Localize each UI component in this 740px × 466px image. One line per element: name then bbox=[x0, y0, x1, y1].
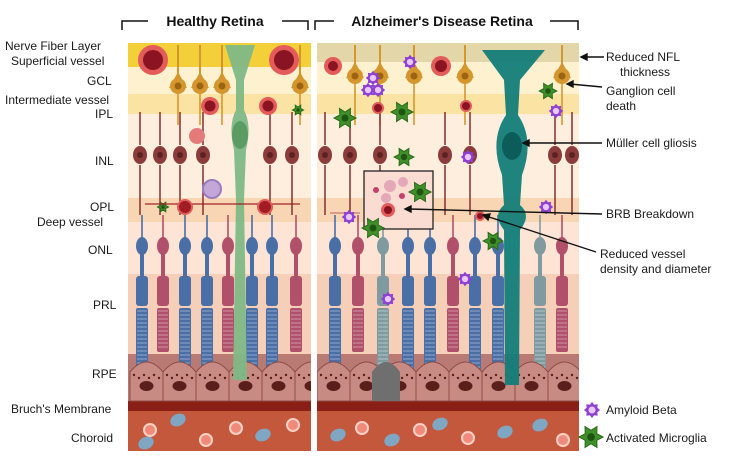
photoreceptor-icon bbox=[266, 237, 278, 255]
photoreceptor-icon bbox=[402, 237, 414, 255]
deep-vessel-icon bbox=[177, 199, 193, 215]
onl-band bbox=[128, 222, 311, 274]
healthy-title: Healthy Retina bbox=[166, 13, 263, 29]
annotation-brb-breakdown: BRB Breakdown bbox=[606, 207, 694, 221]
photoreceptor-icon bbox=[290, 237, 302, 255]
photoreceptor-icon bbox=[377, 237, 389, 255]
reduced-vessel-icon bbox=[475, 211, 485, 221]
label-inl: INL bbox=[95, 154, 114, 168]
photoreceptor-icon bbox=[329, 237, 341, 255]
label-bruchs-membrane: Bruch's Membrane bbox=[11, 402, 112, 416]
annotation-ganglion-death: Ganglion cell bbox=[606, 84, 675, 98]
opl-band bbox=[128, 198, 311, 222]
label-rpe: RPE bbox=[92, 367, 117, 381]
bruchs-band bbox=[128, 401, 311, 411]
photoreceptor-icon bbox=[534, 237, 546, 255]
photoreceptor-icon bbox=[136, 237, 148, 255]
alzheimers-title: Alzheimer's Disease Retina bbox=[351, 13, 533, 29]
photoreceptor-icon bbox=[469, 237, 481, 255]
annotation-reduced-vessel: Reduced vessel bbox=[600, 247, 685, 261]
label-prl: PRL bbox=[93, 298, 117, 312]
photoreceptor-icon bbox=[352, 237, 364, 255]
annotation-muller-gliosis: Müller cell gliosis bbox=[606, 136, 697, 150]
activated-microglia-icon bbox=[577, 425, 605, 449]
label-opl: OPL bbox=[90, 200, 114, 214]
photoreceptor-icon bbox=[157, 237, 169, 255]
legend-activated-microglia: Activated Microglia bbox=[606, 431, 707, 445]
annotation-reduced-nfl-2: thickness bbox=[620, 65, 670, 79]
label-onl: ONL bbox=[88, 243, 113, 257]
amyloid-beta-icon bbox=[584, 402, 600, 418]
label-deep-vessel: Deep vessel bbox=[37, 215, 103, 229]
legend-amyloid-beta: Amyloid Beta bbox=[606, 403, 677, 417]
label-ipl: IPL bbox=[95, 107, 113, 121]
label-nfl: Nerve Fiber Layer bbox=[5, 39, 101, 53]
annotation-reduced-vessel-2: density and diameter bbox=[600, 262, 711, 276]
healthy-retina-panel bbox=[128, 43, 311, 451]
label-choroid: Choroid bbox=[71, 431, 113, 445]
annotation-reduced-nfl: Reduced NFL bbox=[606, 50, 680, 64]
legend: Amyloid Beta Activated Microglia bbox=[577, 402, 707, 449]
photoreceptor-icon bbox=[424, 237, 436, 255]
muller-cell-gliosis bbox=[482, 50, 545, 385]
label-intermediate-vessel: Intermediate vessel bbox=[5, 93, 109, 107]
muller-cell bbox=[225, 45, 255, 380]
intermediate-band bbox=[128, 94, 311, 114]
label-gcl: GCL bbox=[87, 74, 112, 88]
photoreceptor-icon bbox=[179, 237, 191, 255]
alzheimers-retina-panel bbox=[317, 43, 579, 451]
deep-vessel-icon bbox=[257, 199, 273, 215]
photoreceptor-icon bbox=[222, 237, 234, 255]
photoreceptor-icon bbox=[447, 237, 459, 255]
photoreceptor-icon bbox=[246, 237, 258, 255]
annotation-ganglion-death-2: death bbox=[606, 99, 636, 113]
choroid-band bbox=[128, 411, 311, 451]
label-superficial-vessel: Superficial vessel bbox=[11, 54, 104, 68]
photoreceptor-icon bbox=[201, 237, 213, 255]
prl-band bbox=[128, 274, 311, 354]
